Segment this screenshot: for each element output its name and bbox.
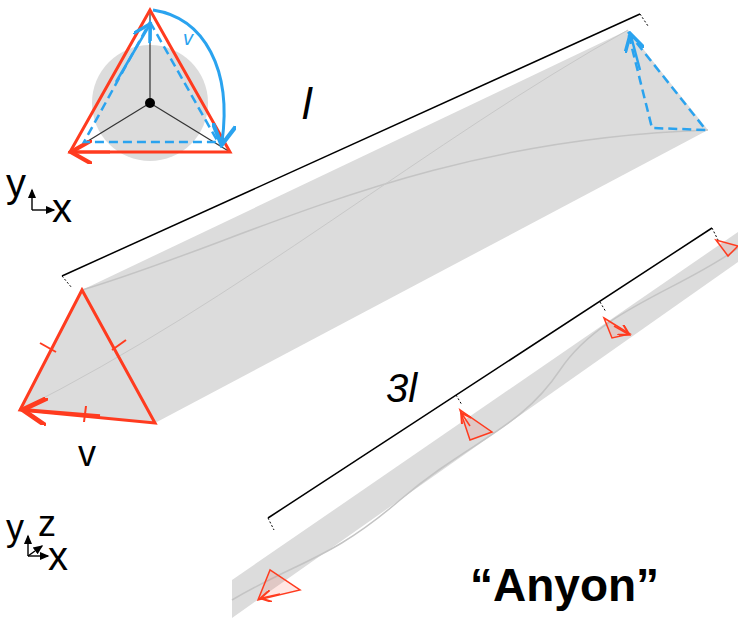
axis-label: y <box>6 510 24 546</box>
vector-label: v <box>183 28 193 48</box>
axis-label: x <box>52 188 72 228</box>
axis-label: y <box>6 163 26 203</box>
blue-arrow <box>116 26 149 82</box>
blue-dashed-triangle <box>84 22 218 142</box>
length-bar <box>268 228 712 518</box>
center-dot <box>145 98 155 108</box>
length-label: l <box>302 82 312 126</box>
red-triangle <box>20 290 155 423</box>
red-triangle <box>70 10 230 152</box>
axis-label: x <box>48 536 68 576</box>
twisted-ribbon <box>20 30 708 423</box>
title-word: “Anyon” <box>470 562 659 608</box>
axes <box>32 190 54 210</box>
red-arrow <box>26 410 100 416</box>
rotation-arc <box>153 10 224 142</box>
center-spokes <box>70 10 230 152</box>
length-label: 3l <box>386 368 417 408</box>
vector-label: v <box>78 436 96 472</box>
length-bar <box>62 14 640 276</box>
blue-dashed-triangle <box>628 32 706 130</box>
red-arrow <box>74 151 110 154</box>
twisted-ribbon-long <box>232 232 738 618</box>
small-triangles <box>258 240 738 600</box>
